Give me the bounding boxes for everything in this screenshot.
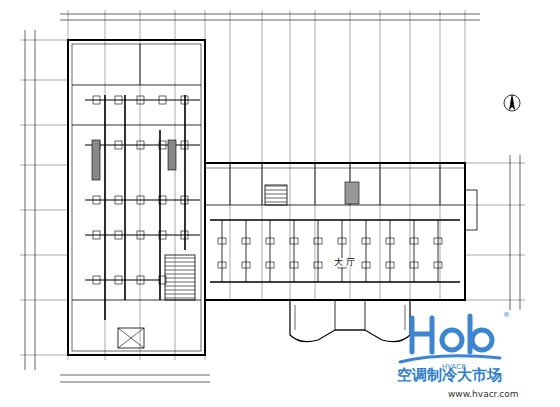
- room-name: 大 厅: [334, 258, 355, 267]
- dimension-lines: [25, 14, 520, 382]
- registered-mark: ®: [503, 312, 510, 319]
- walls: [68, 40, 477, 355]
- air-ducts: [85, 95, 460, 320]
- watermark-text: 空调制冷大市场: [397, 368, 502, 383]
- watermark-url: www.hvacr.com: [448, 390, 519, 399]
- axis-grid: [20, 10, 525, 360]
- logo-mark: [400, 316, 500, 362]
- north-arrow: [504, 93, 520, 111]
